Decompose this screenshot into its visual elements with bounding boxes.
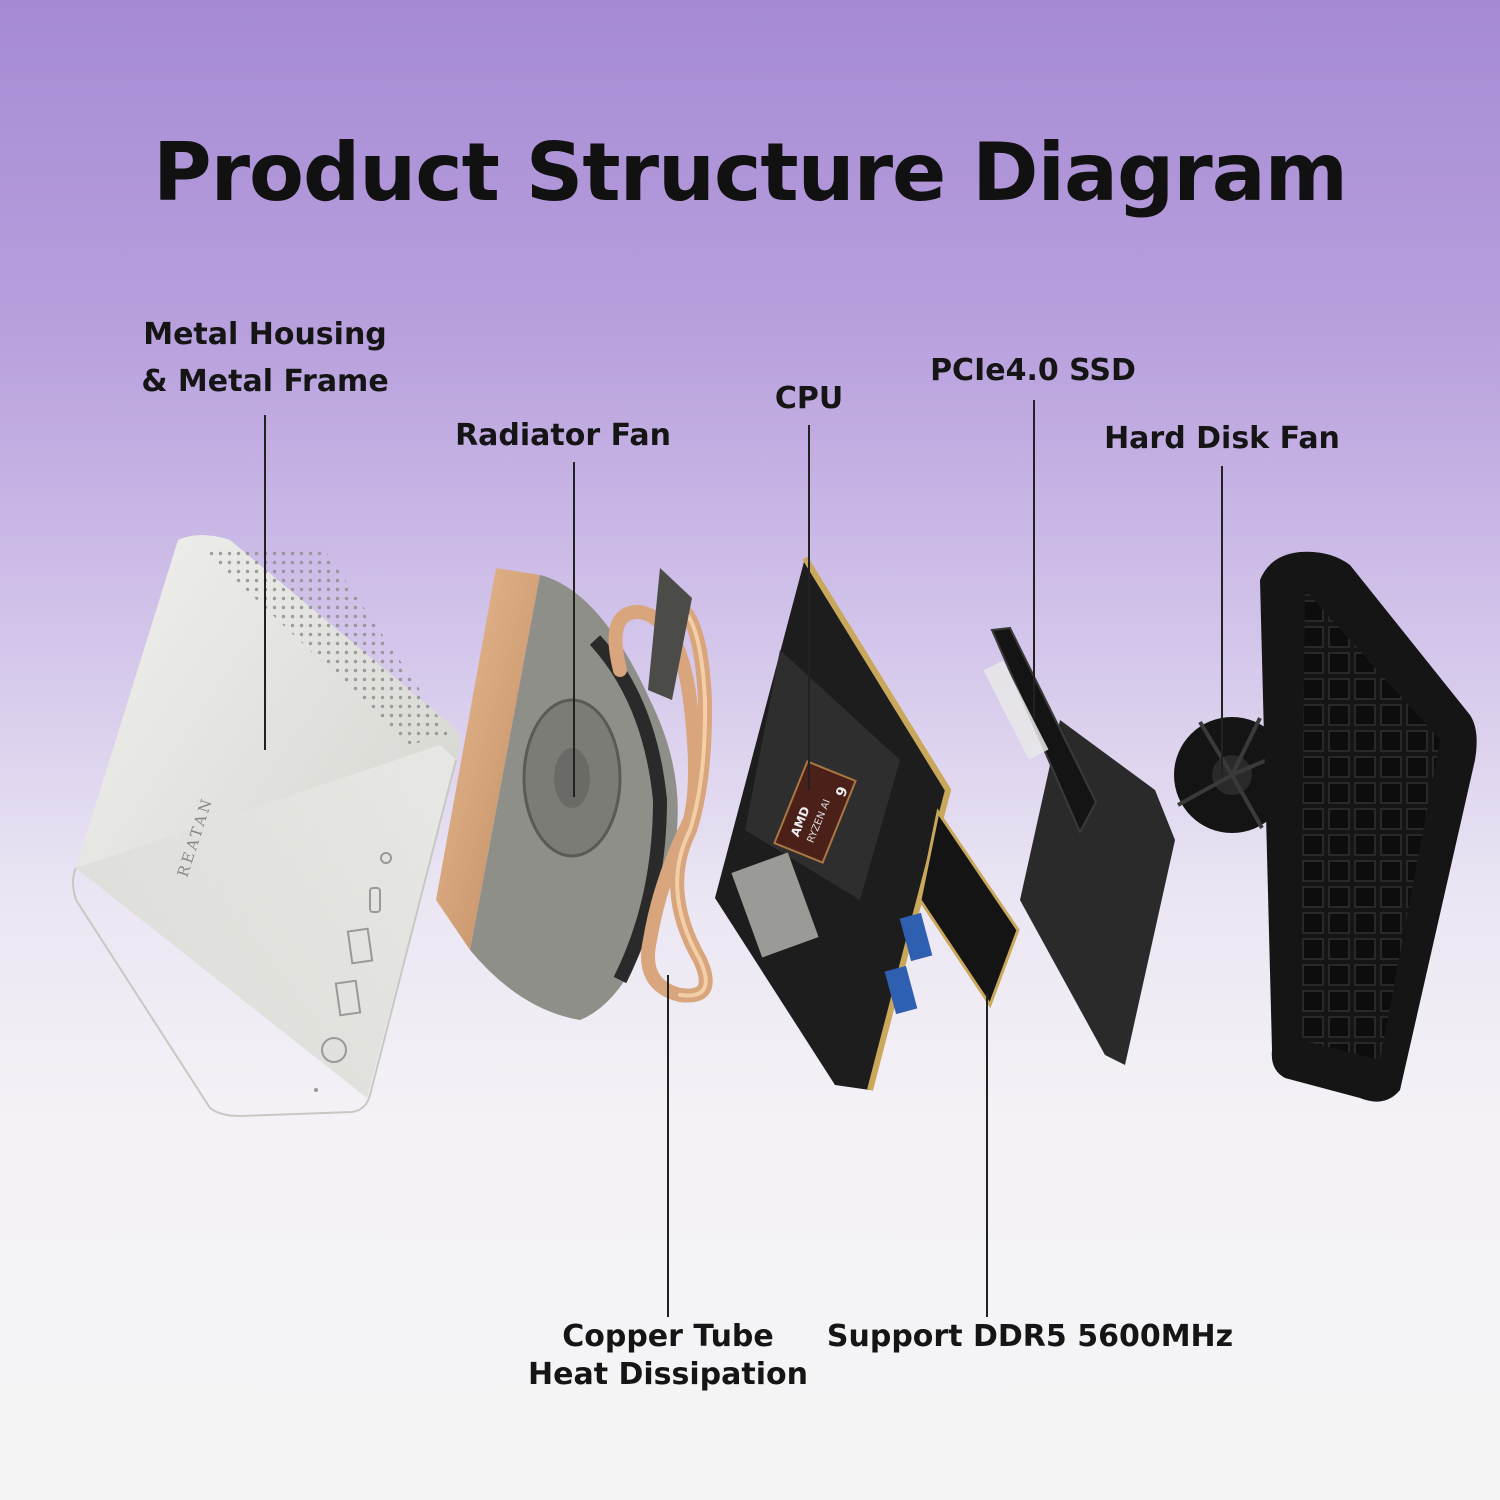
- diagram-title: Product Structure Diagram: [152, 126, 1348, 219]
- housing-front-face: [76, 745, 456, 1098]
- label-copper-tube-line1: Copper Tube: [562, 1319, 774, 1354]
- ssd-heat-bracket: [1020, 720, 1175, 1065]
- copper-heatsink: [436, 568, 540, 950]
- audio-jack: [380, 852, 392, 864]
- usb-port-blue: [884, 965, 918, 1015]
- leader-hard-disk-fan: [1221, 466, 1223, 778]
- motherboard: AMD RYZEN AI 9: [715, 556, 1020, 1091]
- fan-frame-edge: [589, 635, 668, 984]
- label-copper-tube: Copper Tube Heat Dissipation: [518, 1318, 818, 1393]
- label-cpu: CPU: [774, 381, 844, 416]
- label-ddr5: Support DDR5 5600MHz: [826, 1319, 1234, 1354]
- cpu-chip: AMD RYZEN AI 9: [773, 760, 857, 864]
- leader-ssd: [1033, 400, 1035, 720]
- power-button: [321, 1037, 347, 1063]
- radiator-fan: [436, 568, 678, 1020]
- leader-cpu: [808, 425, 810, 790]
- ssd-label: [983, 660, 1049, 760]
- housing-vent-grille: [206, 546, 450, 745]
- usb-port-blue: [899, 912, 933, 962]
- label-metal-housing: Metal Housing & Metal Frame: [130, 312, 400, 405]
- usb-port: [334, 979, 362, 1017]
- label-copper-tube-line2: Heat Dissipation: [528, 1356, 808, 1392]
- usb4-port: [369, 887, 381, 913]
- label-hard-disk-fan: Hard Disk Fan: [1104, 421, 1340, 456]
- fan-hub: [554, 748, 590, 808]
- label-metal-housing-line2: & Metal Frame: [141, 363, 389, 399]
- leader-radiator-fan: [573, 462, 575, 797]
- usb-port: [346, 927, 374, 965]
- heat-pipe-bracket: [648, 568, 692, 700]
- status-led: [314, 1088, 318, 1092]
- bottom-cover: [1260, 551, 1477, 1102]
- leader-metal-housing: [264, 415, 266, 750]
- label-ssd: PCIe4.0 SSD: [930, 353, 1136, 388]
- copper-heat-pipe: [608, 568, 713, 1003]
- leader-copper-tube: [667, 975, 669, 1317]
- housing-front-panel: [72, 759, 457, 1118]
- pcie-ssd-card: [990, 626, 1098, 835]
- housing-front-ports: [314, 852, 392, 1092]
- metal-housing: REATAN: [72, 535, 461, 1118]
- label-radiator-fan: Radiator Fan: [455, 418, 671, 453]
- label-metal-housing-line1: Metal Housing: [143, 317, 387, 352]
- leader-ddr5: [986, 993, 988, 1317]
- ddr5-memory-module: [918, 808, 1020, 1009]
- bottom-cover-grid: [1300, 590, 1440, 1060]
- ssd-assembly: [983, 626, 1175, 1065]
- ram-slot: [731, 852, 819, 958]
